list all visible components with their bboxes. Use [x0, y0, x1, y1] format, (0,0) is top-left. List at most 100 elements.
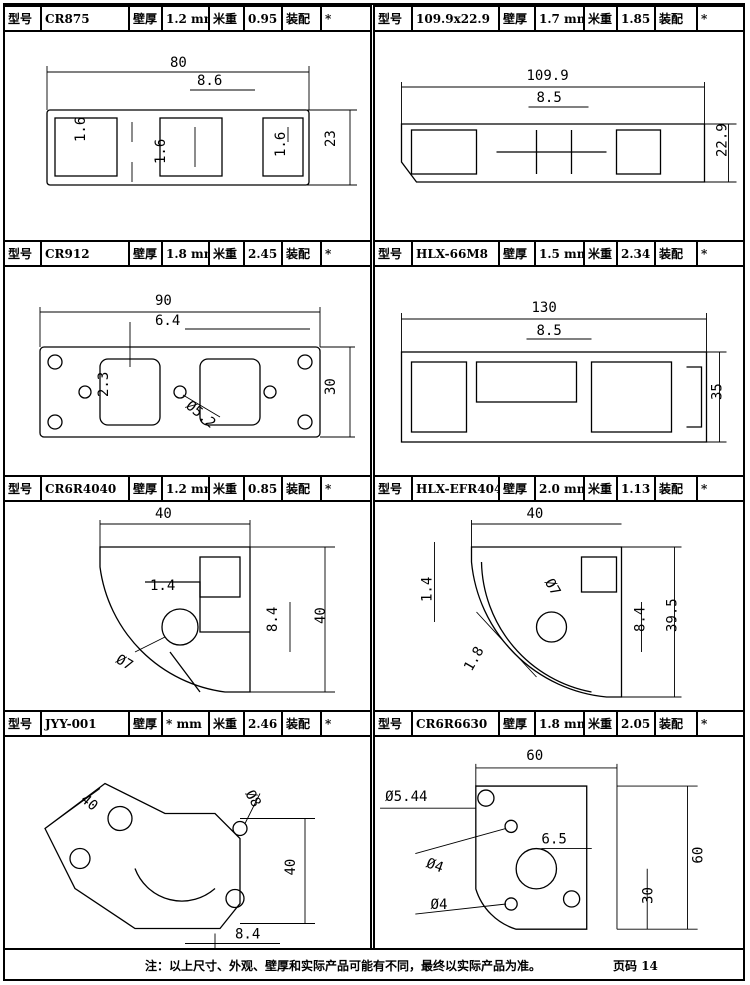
profile-cell-cr875: 型号 CR875 壁厚 1.2 mm 米重 0.95 Kg 装配 * 801.6… [5, 5, 370, 240]
dimension-label: 109.9 [527, 68, 569, 84]
spec-header: 型号 HLX-EFR40402 壁厚 2.0 mm 米重 1.13 Kg 装配 … [375, 475, 743, 502]
column-divider [370, 3, 375, 948]
spec-header: 型号 CR6R6630 壁厚 1.8 mm 米重 2.05 Kg 装配 * [375, 710, 743, 737]
assembly-value: * [325, 246, 332, 261]
assembly-value: * [325, 11, 332, 26]
weight-value: 2.34 Kg [618, 242, 656, 265]
spec-header: 型号 109.9x22.9 壁厚 1.7 mm 米重 1.85 Kg 装配 * [375, 5, 743, 32]
spec-header: 型号 CR912 壁厚 1.8 mm 米重 2.45 Kg 装配 * [5, 240, 370, 267]
dimension-label: 8.4 [235, 927, 260, 943]
profile-cell-hlx-66m8: 型号 HLX-66M8 壁厚 1.5 mm 米重 2.34 Kg 装配 * 13… [375, 240, 743, 475]
assembly-label: 装配 [283, 7, 322, 30]
dimension-label: 6.5 [541, 832, 566, 848]
weight-value: 1.85 Kg [618, 7, 656, 30]
dimension-label: 1.4 [150, 578, 175, 594]
dimension-label: 130 [532, 300, 557, 316]
profile-cell-cr912: 型号 CR912 壁厚 1.8 mm 米重 2.45 Kg 装配 * 906.4… [5, 240, 370, 475]
weight-label: 米重 [210, 7, 245, 30]
profile-cell-jyy-001: 型号 JYY-001 壁厚 * mm 米重 2.46 Kg 装配 * 40Ø84… [5, 710, 370, 948]
spec-header: 型号 HLX-66M8 壁厚 1.5 mm 米重 2.34 Kg 装配 * [375, 240, 743, 267]
dimension-label: 30 [640, 887, 656, 904]
dimension-label: 1.6 [73, 117, 89, 142]
profile-cell-109.9x22.9: 型号 109.9x22.9 壁厚 1.7 mm 米重 1.85 Kg 装配 * … [375, 5, 743, 240]
dimension-label: Ø7 [541, 576, 563, 599]
dimension-label: 40 [313, 607, 329, 624]
assembly-label: 装配 [656, 712, 698, 735]
wall-label: 壁厚 [130, 7, 163, 30]
wall-label: 壁厚 [500, 7, 536, 30]
profile-drawing: 109.9 8.5 22.9 [375, 32, 743, 240]
model-value: CR912 [42, 242, 130, 265]
profile-drawing: 130 8.5 35 [375, 267, 743, 475]
dimension-label: 40 [283, 859, 299, 876]
model-label: 型号 [5, 7, 42, 30]
wall-value: 1.8 mm [536, 712, 585, 735]
model-label: 型号 [5, 242, 42, 265]
weight-value: 1.13 Kg [618, 477, 656, 500]
wall-label: 壁厚 [130, 477, 163, 500]
wall-value: 1.8 mm [163, 242, 210, 265]
model-value: HLX-66M8 [413, 242, 500, 265]
dimension-label: Ø7 [113, 652, 136, 674]
assembly-value: * [701, 716, 708, 731]
spec-header: 型号 JYY-001 壁厚 * mm 米重 2.46 Kg 装配 * [5, 710, 370, 737]
wall-value: 2.0 mm [536, 477, 585, 500]
dimension-label: 1.6 [153, 139, 169, 164]
dimension-label: 8.5 [537, 323, 562, 339]
dimension-label: 23 [323, 130, 339, 147]
dimension-label: 30 [323, 378, 339, 395]
dimension-label: 35 [710, 383, 726, 400]
page-number: 页码 14 [613, 959, 658, 973]
model-value: CR6R4040 [42, 477, 130, 500]
dimension-label: 60 [691, 847, 707, 864]
assembly-label: 装配 [283, 242, 322, 265]
model-value: JYY-001 [42, 712, 130, 735]
weight-value: 2.05 Kg [618, 712, 656, 735]
assembly-label: 装配 [656, 7, 698, 30]
spec-header: 型号 CR875 壁厚 1.2 mm 米重 0.95 Kg 装配 * [5, 5, 370, 32]
assembly-value: * [701, 246, 708, 261]
wall-label: 壁厚 [500, 242, 536, 265]
wall-label: 壁厚 [500, 712, 536, 735]
assembly-value: * [325, 716, 332, 731]
profile-cell-cr6r6630: 型号 CR6R6630 壁厚 1.8 mm 米重 2.05 Kg 装配 * 60… [375, 710, 743, 948]
model-label: 型号 [375, 712, 413, 735]
assembly-value: * [701, 11, 708, 26]
dimension-label: Ø4 [430, 897, 447, 913]
profile-cross-section: 906.42.3Ø5.230 [39, 293, 355, 438]
weight-value: 0.95 Kg [245, 7, 283, 30]
dimension-label: 8.5 [537, 90, 562, 106]
weight-value: 2.46 Kg [245, 712, 283, 735]
profile-cell-cr6r4040: 型号 CR6R4040 壁厚 1.2 mm 米重 0.85 Kg 装配 * 40… [5, 475, 370, 710]
dimension-label: 6.4 [155, 313, 180, 329]
model-value: CR6R6630 [413, 712, 500, 735]
weight-value: 2.45 Kg [245, 242, 283, 265]
assembly-value: * [325, 481, 332, 496]
model-value: HLX-EFR40402 [413, 477, 500, 500]
model-label: 型号 [5, 712, 42, 735]
model-label: 型号 [375, 477, 413, 500]
dimension-label: 8.4 [265, 607, 281, 632]
dimension-label: 22.9 [715, 123, 731, 157]
dimension-label: Ø5.44 [385, 789, 427, 805]
weight-label: 米重 [210, 477, 245, 500]
dimension-label: 40 [527, 506, 544, 522]
dimension-label: 1.4 [420, 577, 436, 602]
assembly-value: * [701, 481, 708, 496]
wall-label: 壁厚 [130, 242, 163, 265]
weight-label: 米重 [585, 712, 618, 735]
spec-header: 型号 CR6R4040 壁厚 1.2 mm 米重 0.85 Kg 装配 * [5, 475, 370, 502]
dimension-label: 39.5 [665, 598, 681, 632]
assembly-label: 装配 [656, 477, 698, 500]
weight-label: 米重 [585, 477, 618, 500]
dimension-label: Ø4 [424, 855, 445, 876]
dimension-label: 60 [526, 748, 543, 764]
assembly-label: 装配 [283, 712, 322, 735]
model-label: 型号 [375, 7, 413, 30]
